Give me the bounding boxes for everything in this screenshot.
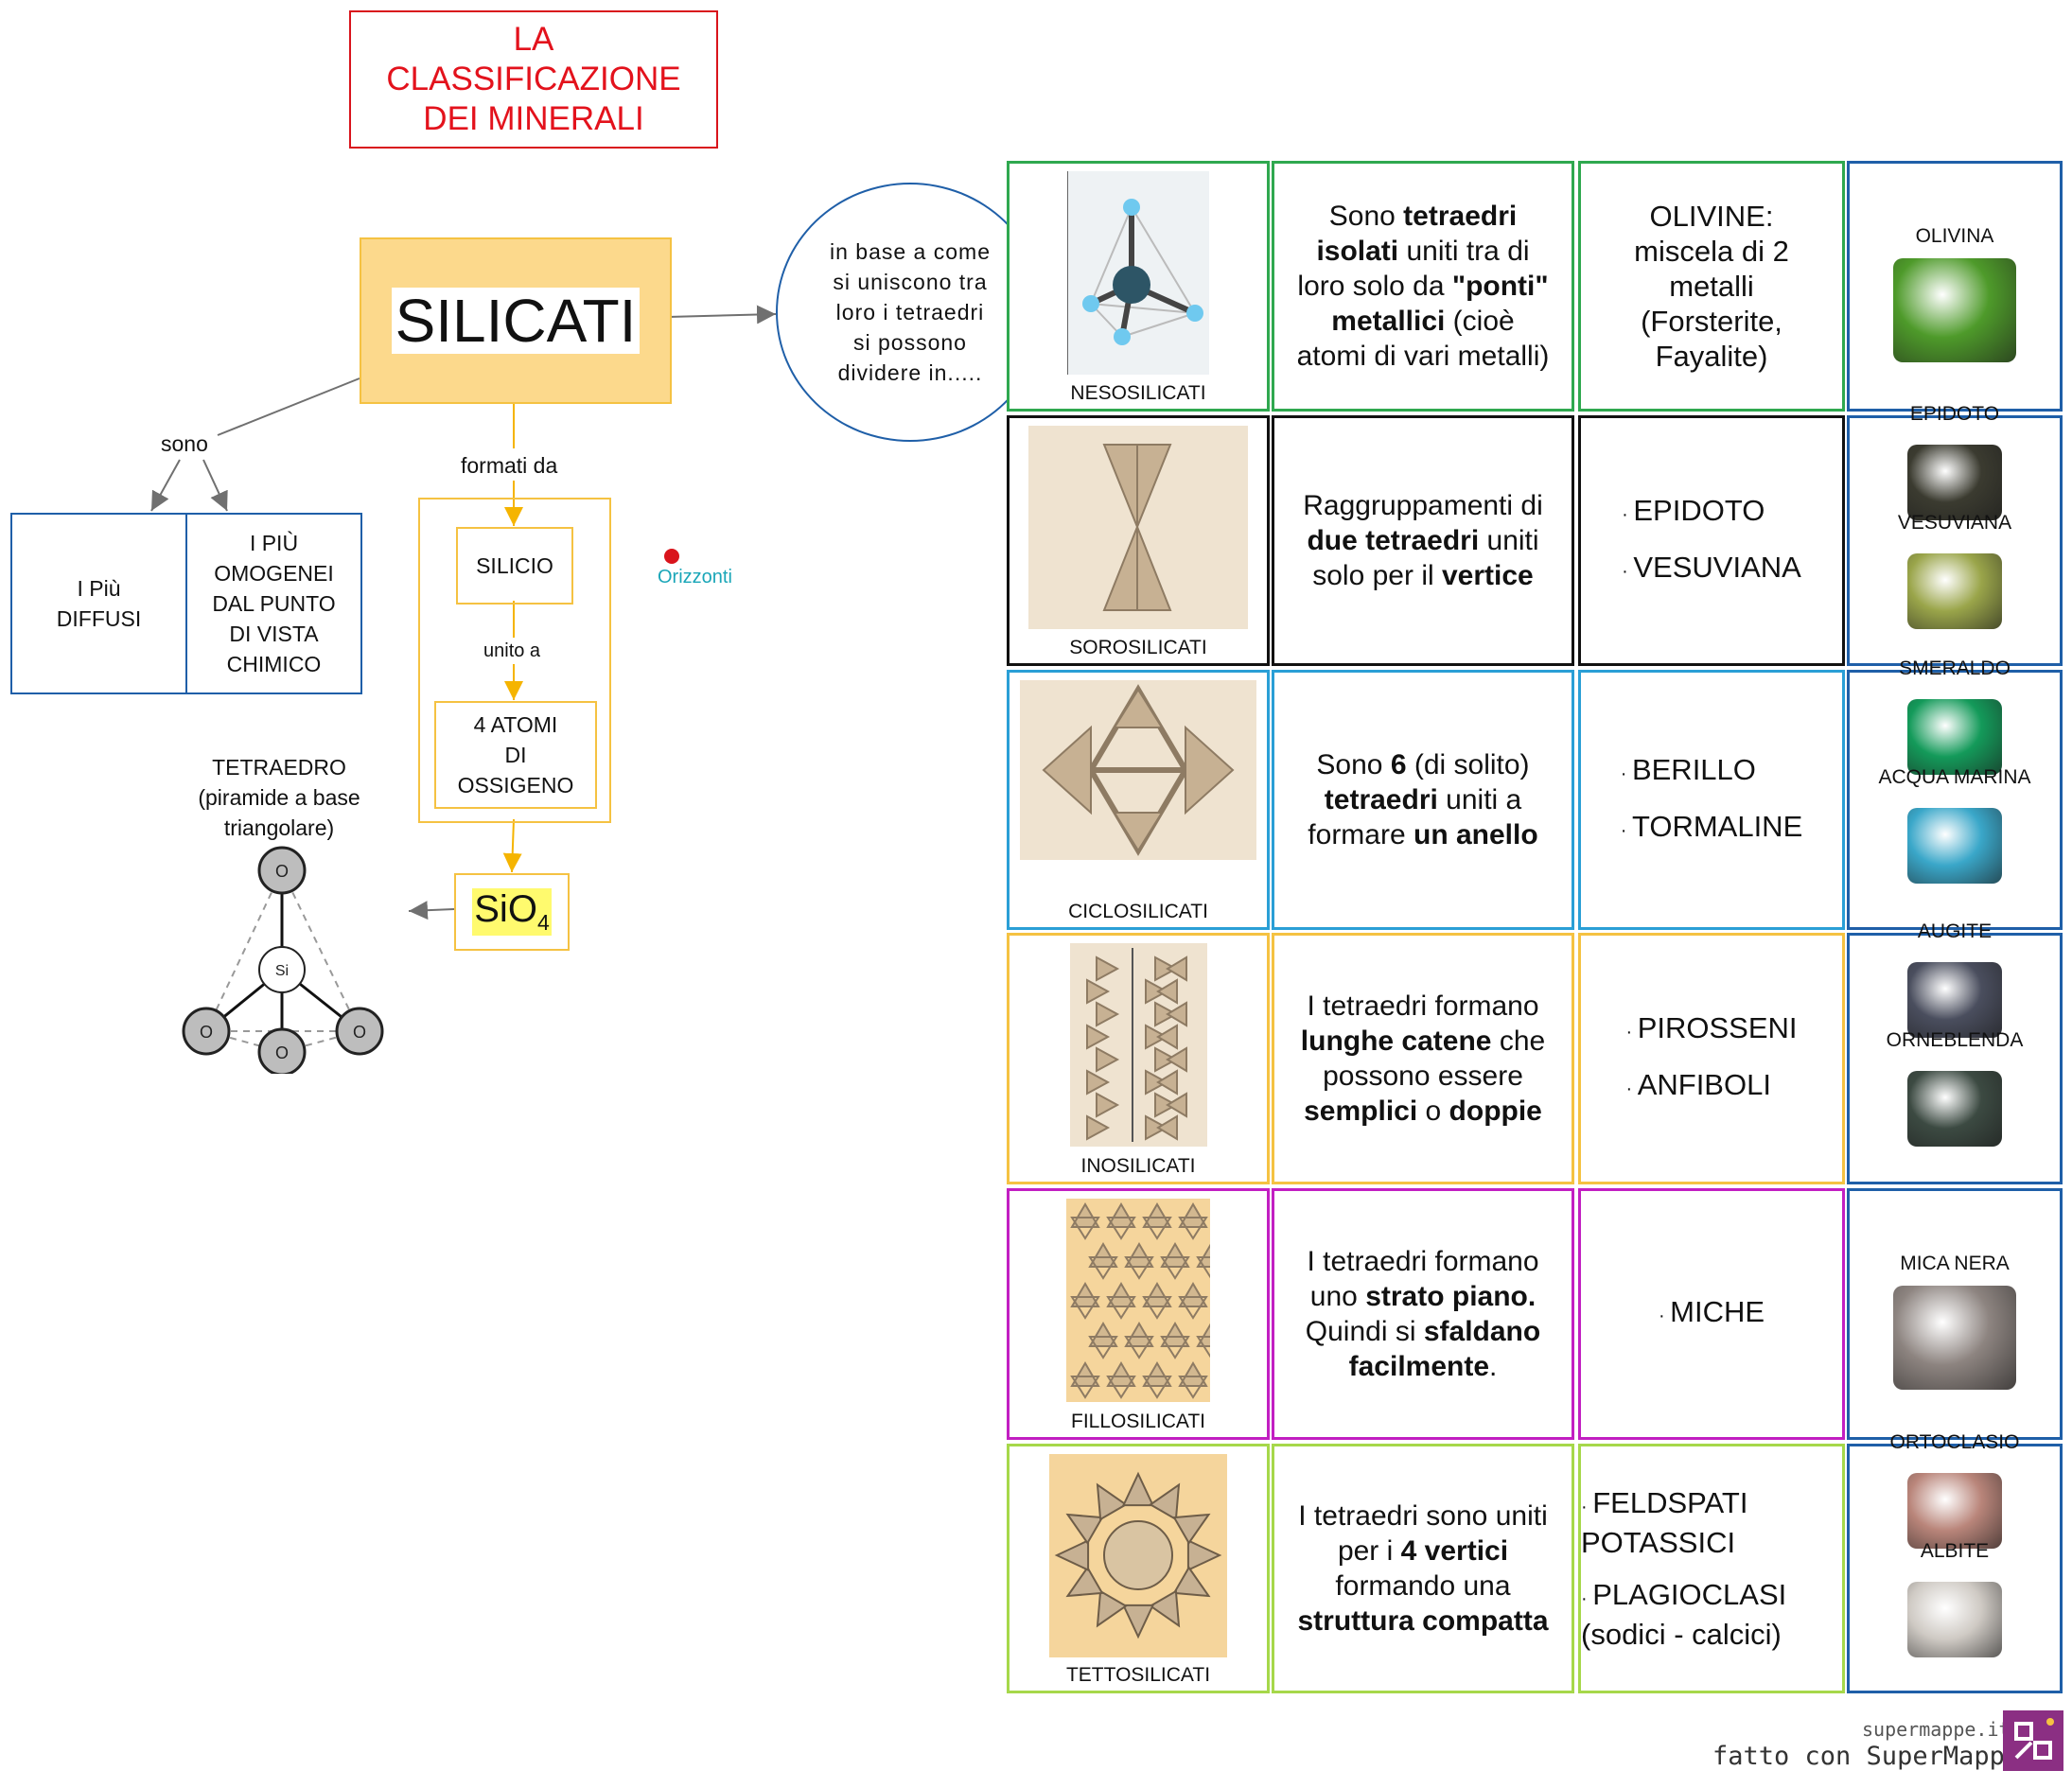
mineral-photo bbox=[1907, 1473, 2002, 1549]
formula-text: SiO4 bbox=[472, 888, 552, 936]
mineral-name: OLIVINA bbox=[1915, 225, 1994, 247]
orizzonti-logo: Orizzonti bbox=[653, 547, 747, 599]
mineral-name: EPIDOTO bbox=[1909, 403, 2000, 425]
svg-text:O: O bbox=[275, 862, 289, 881]
silicate-type-label: TETTOSILICATI bbox=[1065, 1664, 1211, 1686]
structure-image bbox=[1010, 1199, 1267, 1402]
mineral-photo bbox=[1907, 445, 2002, 520]
link-label-unito-a: unito a bbox=[483, 640, 541, 661]
example-item: OLIVINE: bbox=[1649, 200, 1774, 233]
mineral-name: SMERALDO bbox=[1899, 657, 2011, 679]
silicate-type-label: NESOSILICATI bbox=[1070, 382, 1206, 404]
silicate-type-label: FILLOSILICATI bbox=[1071, 1411, 1205, 1432]
description-cell: Sono tetraedri isolati uniti tra di loro… bbox=[1272, 161, 1574, 412]
structure-cell: INOSILICATI bbox=[1007, 933, 1270, 1184]
example-item: · TORMALINE bbox=[1620, 809, 1803, 843]
svg-text:O: O bbox=[353, 1023, 366, 1042]
structure-cell: NESOSILICATI bbox=[1007, 161, 1270, 412]
silicio-node[interactable]: SILICIO bbox=[456, 527, 573, 605]
footer-site[interactable]: supermappe.it bbox=[1862, 1718, 2011, 1741]
examples-cell: · EPIDOTO · VESUVIANA bbox=[1578, 415, 1845, 666]
formula-node[interactable]: SiO4 bbox=[454, 873, 570, 951]
example-item: (Forsterite, bbox=[1641, 305, 1782, 338]
mineral-name: MICA NERA bbox=[1900, 1253, 2010, 1274]
footer-made-with: fatto con SuperMappe bbox=[1712, 1742, 2021, 1771]
description-cell: Raggruppamenti di due tetraedri uniti so… bbox=[1272, 415, 1574, 666]
svg-text:Orizzonti: Orizzonti bbox=[658, 567, 732, 587]
structure-image bbox=[1010, 171, 1267, 375]
mineral-name: ORTOCLASIO bbox=[1889, 1431, 2020, 1453]
minerals-cell: OLIVINA bbox=[1847, 161, 2063, 412]
composition-group bbox=[418, 498, 611, 823]
silicati-label: SILICATI bbox=[391, 288, 641, 354]
mineral-photo bbox=[1893, 1286, 2016, 1390]
silicate-type-label: CICLOSILICATI bbox=[1068, 901, 1208, 922]
minerals-cell: MICA NERA bbox=[1847, 1188, 2063, 1440]
mineral-photo bbox=[1893, 258, 2016, 362]
minerals-cell: SMERALDO ACQUA MARINA bbox=[1847, 657, 2063, 930]
example-item: · VESUVIANA bbox=[1622, 550, 1801, 584]
svg-text:Si: Si bbox=[275, 963, 289, 979]
example-item: · FELDSPATI POTASSICI bbox=[1581, 1486, 1748, 1559]
mineral-name: ALBITE bbox=[1920, 1540, 1990, 1562]
mineral-name: AUGITE bbox=[1917, 920, 1993, 942]
examples-cell: · BERILLO · TORMALINE bbox=[1578, 670, 1845, 930]
silicati-node[interactable]: SILICATI bbox=[360, 237, 672, 404]
structure-cell: CICLOSILICATI bbox=[1007, 670, 1270, 930]
mineral-photo bbox=[1907, 553, 2002, 629]
example-item: · EPIDOTO bbox=[1622, 493, 1765, 527]
silicate-type-label: SOROSILICATI bbox=[1069, 637, 1207, 658]
examples-cell: · FELDSPATI POTASSICI · PLAGIOCLASI (sodi… bbox=[1578, 1444, 1845, 1693]
example-item: · ANFIBOLI bbox=[1625, 1068, 1771, 1101]
svg-text:O: O bbox=[275, 1043, 289, 1062]
structure-cell: FILLOSILICATI bbox=[1007, 1188, 1270, 1440]
minerals-cell: AUGITE ORNEBLENDA bbox=[1847, 920, 2063, 1184]
link-label-sono: sono bbox=[161, 431, 208, 456]
examples-cell: · PIROSSENI · ANFIBOLI bbox=[1578, 933, 1845, 1184]
example-item: Fayalite) bbox=[1655, 340, 1768, 373]
example-item: · BERILLO bbox=[1620, 752, 1756, 786]
minerals-cell: EPIDOTO VESUVIANA bbox=[1847, 403, 2063, 666]
tetrahedron-diagram: O O O O Si bbox=[182, 846, 384, 1074]
example-item: · PLAGIOCLASI (sodici - calcici) bbox=[1581, 1578, 1787, 1651]
examples-cell: · MICHE bbox=[1578, 1188, 1845, 1440]
mineral-photo bbox=[1907, 1582, 2002, 1657]
mineral-photo bbox=[1907, 808, 2002, 884]
example-item: · PIROSSENI bbox=[1625, 1011, 1798, 1044]
mineral-name: VESUVIANA bbox=[1897, 512, 2012, 534]
example-item: · MICHE bbox=[1658, 1295, 1765, 1328]
example-item: metalli bbox=[1669, 270, 1754, 303]
example-item: miscela di 2 bbox=[1634, 235, 1789, 268]
link-label-formati-da: formati da bbox=[461, 453, 558, 478]
structure-cell: SOROSILICATI bbox=[1007, 415, 1270, 666]
mineral-name: ACQUA MARINA bbox=[1878, 766, 2031, 788]
mineral-photo bbox=[1907, 962, 2002, 1038]
structure-image bbox=[1010, 426, 1267, 629]
structure-cell: TETTOSILICATI bbox=[1007, 1444, 1270, 1693]
description-cell: I tetraedri sono uniti per i 4 vertici f… bbox=[1272, 1444, 1574, 1693]
mineral-name: ORNEBLENDA bbox=[1886, 1029, 2024, 1051]
silicate-type-label: INOSILICATI bbox=[1080, 1155, 1196, 1177]
mineral-photo bbox=[1907, 1071, 2002, 1147]
description-cell: I tetraedri formano lunghe catene che po… bbox=[1272, 933, 1574, 1184]
structure-image bbox=[1010, 680, 1267, 860]
description-cell: Sono 6 (di solito) tetraedri uniti a for… bbox=[1272, 670, 1574, 930]
description-cell: I tetraedri formano uno strato piano. Qu… bbox=[1272, 1188, 1574, 1440]
supermappe-logo[interactable] bbox=[2003, 1710, 2063, 1771]
minerals-cell: ORTOCLASIO ALBITE bbox=[1847, 1431, 2063, 1693]
svg-text:O: O bbox=[200, 1023, 213, 1042]
structure-image bbox=[1010, 943, 1267, 1147]
structure-image bbox=[1010, 1454, 1267, 1657]
mineral-photo bbox=[1907, 699, 2002, 775]
